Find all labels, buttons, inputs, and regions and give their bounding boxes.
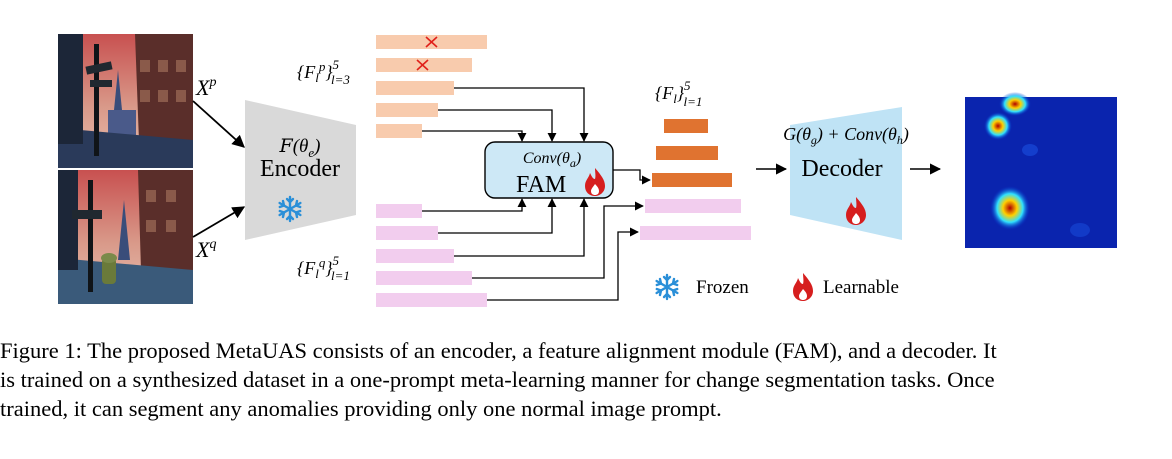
caption-line: trained, it can segment any anomalies pr… xyxy=(0,396,722,421)
legend-learnable: Learnable xyxy=(823,277,899,298)
query-image xyxy=(58,170,193,304)
caption-line: is trained on a synthesized dataset in a… xyxy=(0,367,995,392)
fused-bar-1 xyxy=(664,119,708,133)
discard-cross-icon xyxy=(425,36,438,48)
snowflake-icon xyxy=(655,273,679,301)
decoder-title: Decoder xyxy=(801,156,882,182)
encoder-title: Encoder xyxy=(260,156,340,182)
prompt-image xyxy=(58,34,193,168)
anomaly-heatmap xyxy=(965,92,1117,248)
flame-icon xyxy=(793,273,813,301)
xp-label: Xp xyxy=(195,75,216,100)
fused-bar-3 xyxy=(652,173,732,187)
arrow-xp-encoder xyxy=(192,100,245,148)
fq-bar-3 xyxy=(376,249,454,263)
fam-title: FAM xyxy=(516,172,566,198)
fq-bar-2 xyxy=(376,226,438,240)
fq-connectors xyxy=(422,198,644,301)
figure-caption: Figure 1: The proposed MetaUAS consists … xyxy=(0,336,1172,423)
arrow-fam-fused xyxy=(613,169,651,185)
decoder-formula: G(θg) + Conv(θh) xyxy=(783,124,909,147)
fq-bar-1 xyxy=(376,204,422,218)
encoder-block xyxy=(245,100,356,240)
fp-bar-4 xyxy=(376,103,438,117)
legend-frozen: Frozen xyxy=(696,277,749,298)
fp-bar-3 xyxy=(376,81,454,95)
fq-bar-4 xyxy=(376,271,472,285)
fam-formula: Conv(θa) xyxy=(523,150,581,170)
xq-label: Xq xyxy=(195,237,216,262)
fused-bar-4 xyxy=(645,199,741,213)
fp-bar-5 xyxy=(376,124,422,138)
fused-bar-5 xyxy=(640,226,751,240)
fq-bar-5 xyxy=(376,293,487,307)
fp-bar-2 xyxy=(376,58,472,72)
discard-cross-icon xyxy=(416,59,429,71)
fp-connectors xyxy=(422,87,589,142)
arrow-xq-encoder xyxy=(192,206,246,238)
encoder-formula: F(θe) xyxy=(279,135,321,160)
caption-line: Figure 1: The proposed MetaUAS consists … xyxy=(0,338,997,363)
decoder-block xyxy=(790,107,902,240)
fused-bar-2 xyxy=(656,146,718,160)
